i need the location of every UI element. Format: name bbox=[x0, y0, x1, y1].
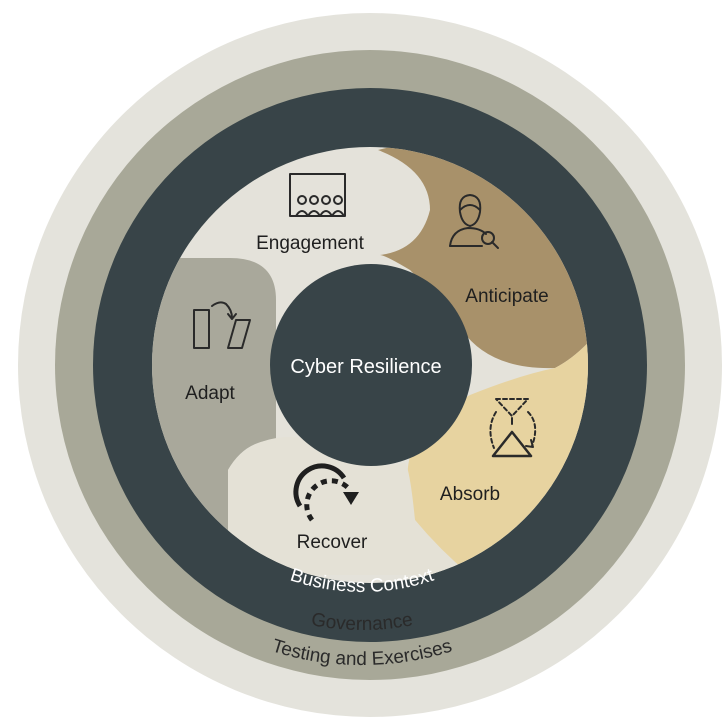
segment-absorb-label: Absorb bbox=[440, 484, 500, 505]
segment-engagement-label: Engagement bbox=[256, 233, 364, 254]
person-search-icon bbox=[449, 194, 499, 249]
segment-adapt-label: Adapt bbox=[185, 383, 235, 404]
absorb-triangle-icon bbox=[489, 398, 537, 458]
center-circle bbox=[270, 264, 472, 466]
meeting-screen-icon bbox=[289, 173, 346, 217]
segment-anticipate-label: Anticipate bbox=[465, 286, 548, 307]
center-label: Cyber Resilience bbox=[290, 356, 441, 378]
segment-recover[interactable] bbox=[228, 436, 470, 575]
segment-recover-label: Recover bbox=[297, 532, 368, 553]
recover-arrow-icon bbox=[293, 463, 359, 522]
adapt-transform-icon bbox=[193, 301, 251, 349]
